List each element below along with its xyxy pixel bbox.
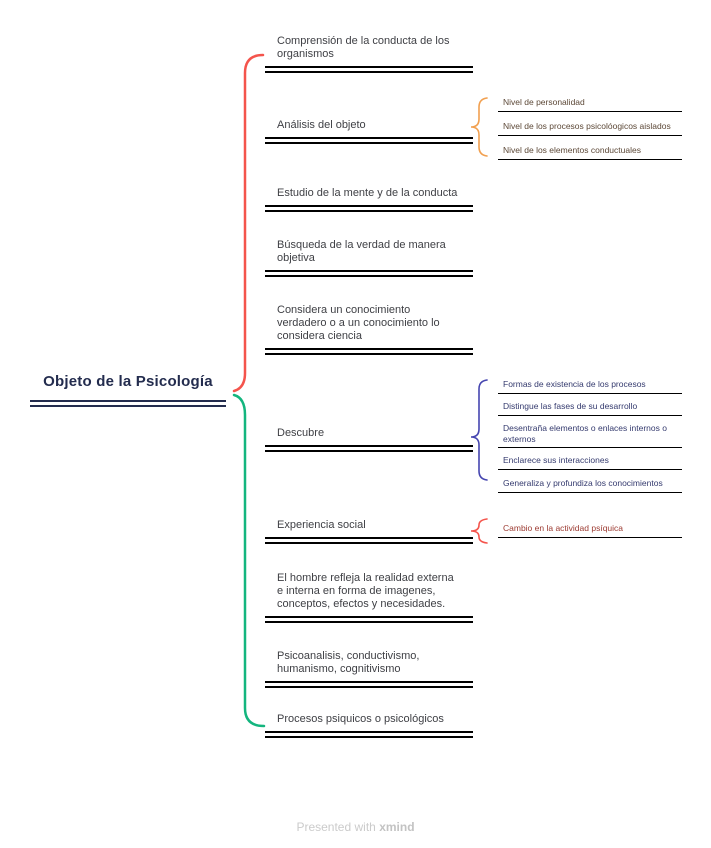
subtopic-label: Generaliza y profundiza los conocimiento… [503,478,663,488]
subtopic-underline [498,414,682,416]
branch-label: Psicoanalisis, conductivismo, humanismo,… [277,650,420,675]
subtopic-underline [498,447,682,448]
branch-descubre[interactable]: Descubre [265,427,473,452]
subtopic-underline [498,392,682,394]
branch-analisis[interactable]: Análisis del objeto [265,119,473,144]
branch-label: Descubre [277,427,325,439]
root-topic-label: Objeto de la Psicología [43,373,213,390]
subtopic-label: Enclarece sus interacciones [503,455,609,465]
subtopic-underline [498,158,682,160]
subtopic-label: Desentraña elementos o enlaces internos … [503,423,667,444]
branch-comprension[interactable]: Comprensión de la conducta de los organi… [265,35,473,73]
subtopic-underline [498,536,682,538]
subtopic-underline [498,468,682,470]
subtopic-label: Nivel de personalidad [503,97,585,107]
branch-busqueda[interactable]: Búsqueda de la verdad de manera objetiva [265,239,473,277]
branch-label: Experiencia social [277,519,366,531]
branch-label: Comprensión de la conducta de los organi… [277,35,450,60]
branch-underline [265,348,473,355]
watermark: Presented with xmind [0,820,711,834]
branch-label: Estudio de la mente y de la conducta [277,187,458,199]
subtopic-cambio[interactable]: Cambio en la actividad psíquica [498,523,682,538]
branch-experiencia[interactable]: Experiencia social [265,519,473,544]
branch-procesos[interactable]: Procesos psiquicos o psicológicos [265,713,473,738]
subtopic-nivel-elementos[interactable]: Nivel de los elementos conductuales [498,145,682,160]
subtopic-label: Nivel de los procesos psicolóogicos aisl… [503,121,671,131]
branch-underline [265,270,473,277]
subtopic-label: Cambio en la actividad psíquica [503,523,624,533]
root-lower-brace [232,393,266,728]
watermark-text: Presented with [296,820,376,834]
branch-underline [265,205,473,212]
branch-underline [265,616,473,623]
subtopic-label: Nivel de los elementos conductuales [503,145,641,155]
branch-label: Considera un conocimiento verdadero o a … [277,304,440,342]
branch-underline [265,731,473,738]
subtopic-label: Distingue las fases de su desarrollo [503,401,638,411]
subtopic-distingue[interactable]: Distingue las fases de su desarrollo [498,401,682,416]
descubre-children-brace [470,379,488,481]
subtopic-nivel-procesos[interactable]: Nivel de los procesos psicolóogicos aisl… [498,121,682,136]
branch-psicoanalisis[interactable]: Psicoanalisis, conductivismo, humanismo,… [265,650,473,688]
watermark-brand: xmind [379,820,415,834]
subtopic-desentrana[interactable]: Desentraña elementos o enlaces internos … [498,423,682,448]
subtopic-underline [498,491,682,493]
experiencia-children-brace [470,518,488,544]
branch-label: Análisis del objeto [277,119,366,131]
branch-label: Procesos psiquicos o psicológicos [277,713,444,725]
branch-considera[interactable]: Considera un conocimiento verdadero o a … [265,304,473,355]
analisis-children-brace [470,97,488,157]
subtopic-enclarece[interactable]: Enclarece sus interacciones [498,455,682,470]
subtopic-underline [498,134,682,136]
branch-underline [265,137,473,144]
subtopic-underline [498,110,682,112]
subtopic-formas[interactable]: Formas de existencia de los procesos [498,379,682,394]
branch-label: El hombre refleja la realidad externa e … [277,572,454,610]
branch-underline [265,681,473,688]
branch-underline [265,445,473,452]
subtopic-label: Formas de existencia de los procesos [503,379,646,389]
branch-hombre-refleja[interactable]: El hombre refleja la realidad externa e … [265,572,473,623]
root-upper-brace [232,53,265,393]
root-topic[interactable]: Objeto de la Psicología [30,372,226,407]
branch-label: Búsqueda de la verdad de manera objetiva [277,239,446,264]
branch-underline [265,537,473,544]
subtopic-nivel-personalidad[interactable]: Nivel de personalidad [498,97,682,112]
branch-estudio[interactable]: Estudio de la mente y de la conducta [265,187,473,212]
branch-underline [265,66,473,73]
root-topic-underline [30,400,226,407]
subtopic-generaliza[interactable]: Generaliza y profundiza los conocimiento… [498,478,682,493]
